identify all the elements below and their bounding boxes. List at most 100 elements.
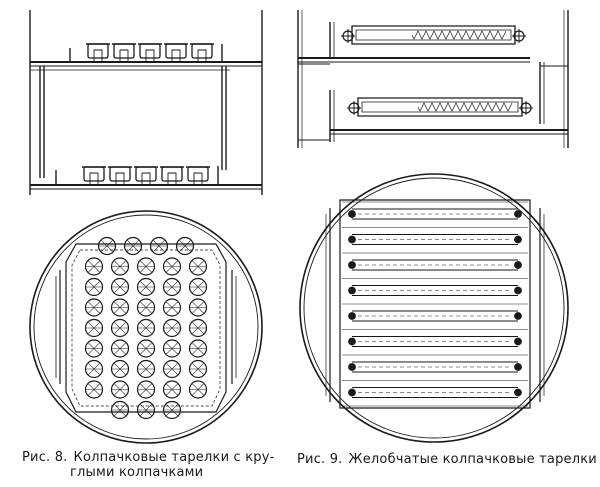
round-bubble-cap: [138, 402, 155, 419]
plan-trough: [348, 311, 521, 321]
round-bubble-cap: [164, 340, 181, 357]
bubble-cap: [82, 167, 106, 185]
trough-cap: [341, 26, 526, 44]
bubble-cap: [190, 44, 214, 62]
round-bubble-cap: [86, 299, 103, 316]
round-bubble-cap: [112, 381, 129, 398]
bolt-icon: [514, 363, 521, 370]
fig9-shell-inner: [304, 178, 564, 438]
plan-trough: [348, 286, 521, 296]
fig9-trough-caps-section: [341, 26, 533, 116]
fig8-lower-bubble-caps: [82, 167, 210, 185]
plan-trough: [348, 388, 521, 398]
round-bubble-cap: [138, 279, 155, 296]
round-bubble-cap: [164, 299, 181, 316]
plan-trough: [348, 362, 521, 372]
round-bubble-cap: [164, 320, 181, 337]
bolt-icon: [348, 236, 355, 243]
fig8-caption-line2: глыми колпачками: [70, 465, 204, 480]
fig9-tray-frame: [340, 200, 530, 408]
round-bubble-cap: [164, 361, 181, 378]
bubble-cap: [164, 44, 188, 62]
round-bubble-cap: [138, 299, 155, 316]
fig9-caption-line1: Желобчатые колпачковые тарелки: [348, 452, 597, 467]
fig9-shell-outer: [300, 174, 568, 442]
round-bubble-cap: [164, 279, 181, 296]
round-bubble-cap: [112, 402, 129, 419]
round-bubble-cap: [86, 320, 103, 337]
bubble-cap: [112, 44, 136, 62]
plan-trough: [348, 337, 521, 347]
bolt-icon: [348, 338, 355, 345]
bolt-icon: [348, 389, 355, 396]
fig8-label: Рис. 8.: [22, 450, 68, 465]
bolt-icon: [512, 29, 526, 43]
round-bubble-cap: [138, 381, 155, 398]
bolt-icon: [348, 312, 355, 319]
round-bubble-cap: [190, 299, 207, 316]
round-bubble-cap: [177, 238, 194, 255]
round-bubble-cap: [190, 381, 207, 398]
bubble-cap: [138, 44, 162, 62]
trough-cap: [347, 98, 533, 116]
bolt-icon: [348, 261, 355, 268]
round-bubble-cap: [190, 258, 207, 275]
bolt-icon: [514, 210, 521, 217]
plan-trough: [348, 209, 521, 219]
round-bubble-cap: [138, 340, 155, 357]
round-bubble-cap: [190, 340, 207, 357]
bolt-icon: [514, 312, 521, 319]
bolt-icon: [514, 287, 521, 294]
fig8-tray-frame: [66, 244, 226, 412]
round-bubble-cap: [86, 361, 103, 378]
round-bubble-cap: [86, 258, 103, 275]
fig9-caption: Рис. 9. Желобчатые колпачковые тарелки: [297, 452, 597, 467]
bubble-cap: [186, 167, 210, 185]
fig8-shell-inner: [34, 215, 258, 439]
round-bubble-cap: [99, 238, 116, 255]
round-bubble-cap: [164, 258, 181, 275]
round-bubble-cap: [164, 402, 181, 419]
bolt-icon: [347, 101, 361, 115]
round-bubble-cap: [151, 238, 168, 255]
fig8-shell-outer: [30, 211, 262, 443]
fig9-plan-trough-list: [342, 202, 528, 406]
round-bubble-cap: [112, 258, 129, 275]
bolt-icon: [348, 363, 355, 370]
round-bubble-cap: [112, 340, 129, 357]
round-bubble-cap: [138, 320, 155, 337]
bolt-icon: [514, 236, 521, 243]
fig8-upper-bubble-caps: [86, 44, 214, 62]
bolt-icon: [514, 338, 521, 345]
round-bubble-cap: [190, 361, 207, 378]
bubble-cap: [134, 167, 158, 185]
round-bubble-cap: [112, 361, 129, 378]
plan-trough: [348, 235, 521, 245]
bolt-icon: [519, 101, 533, 115]
fig8-plan-cap-grid: [86, 238, 207, 419]
round-bubble-cap: [164, 381, 181, 398]
fig8-caption: Рис. 8.Колпачковые тарелки с кру- глыми …: [22, 450, 282, 480]
round-bubble-cap: [138, 361, 155, 378]
bolt-icon: [348, 210, 355, 217]
round-bubble-cap: [112, 279, 129, 296]
bolt-icon: [348, 287, 355, 294]
bubble-cap: [86, 44, 110, 62]
round-bubble-cap: [86, 340, 103, 357]
bubble-cap: [160, 167, 184, 185]
plan-trough: [348, 260, 521, 270]
bubble-cap: [108, 167, 132, 185]
round-bubble-cap: [138, 258, 155, 275]
round-bubble-cap: [86, 279, 103, 296]
fig9-label: Рис. 9.: [297, 452, 343, 467]
bolt-icon: [341, 29, 355, 43]
round-bubble-cap: [190, 320, 207, 337]
round-bubble-cap: [190, 279, 207, 296]
round-bubble-cap: [125, 238, 142, 255]
bolt-icon: [514, 389, 521, 396]
